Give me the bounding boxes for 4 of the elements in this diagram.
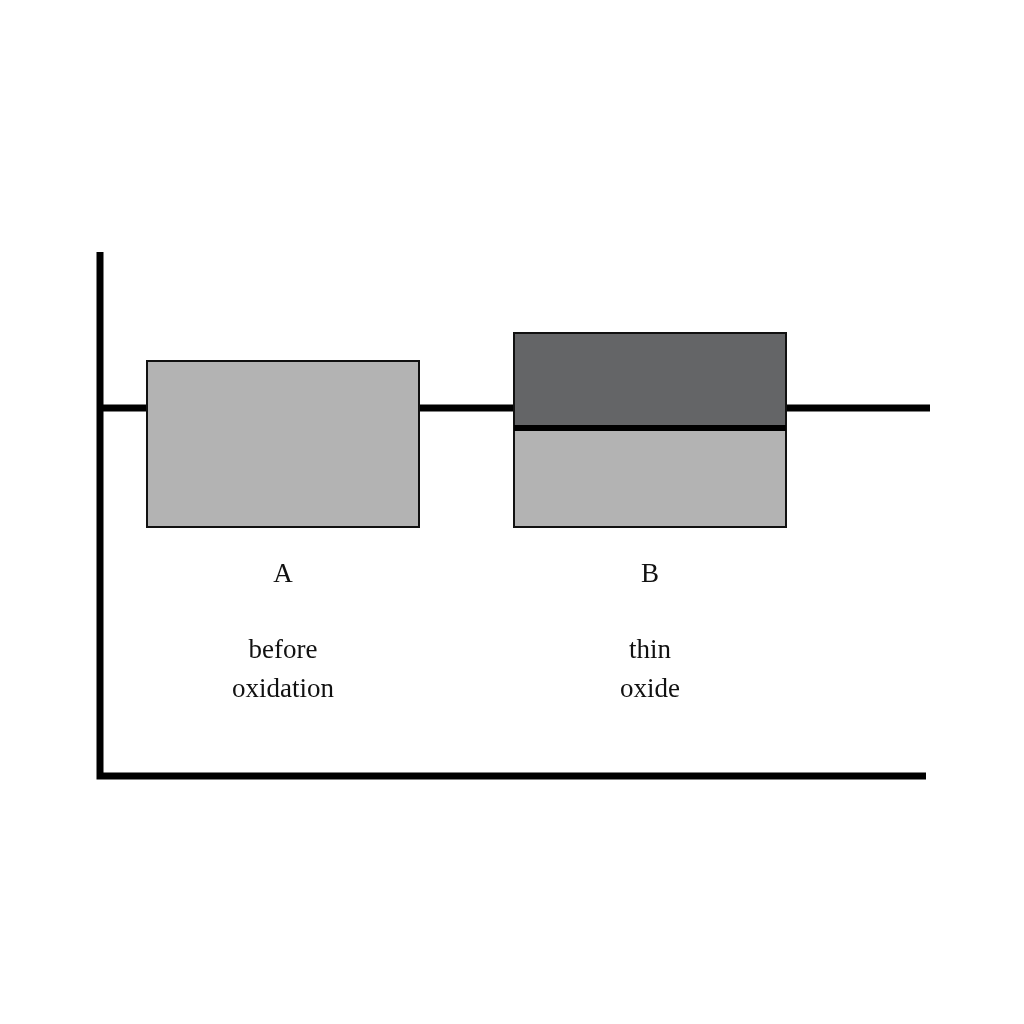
block-caption: before oxidation [231, 633, 335, 705]
block-label: A [272, 557, 294, 590]
block-caption: thin oxide [619, 633, 681, 705]
block-label: B [640, 557, 660, 590]
